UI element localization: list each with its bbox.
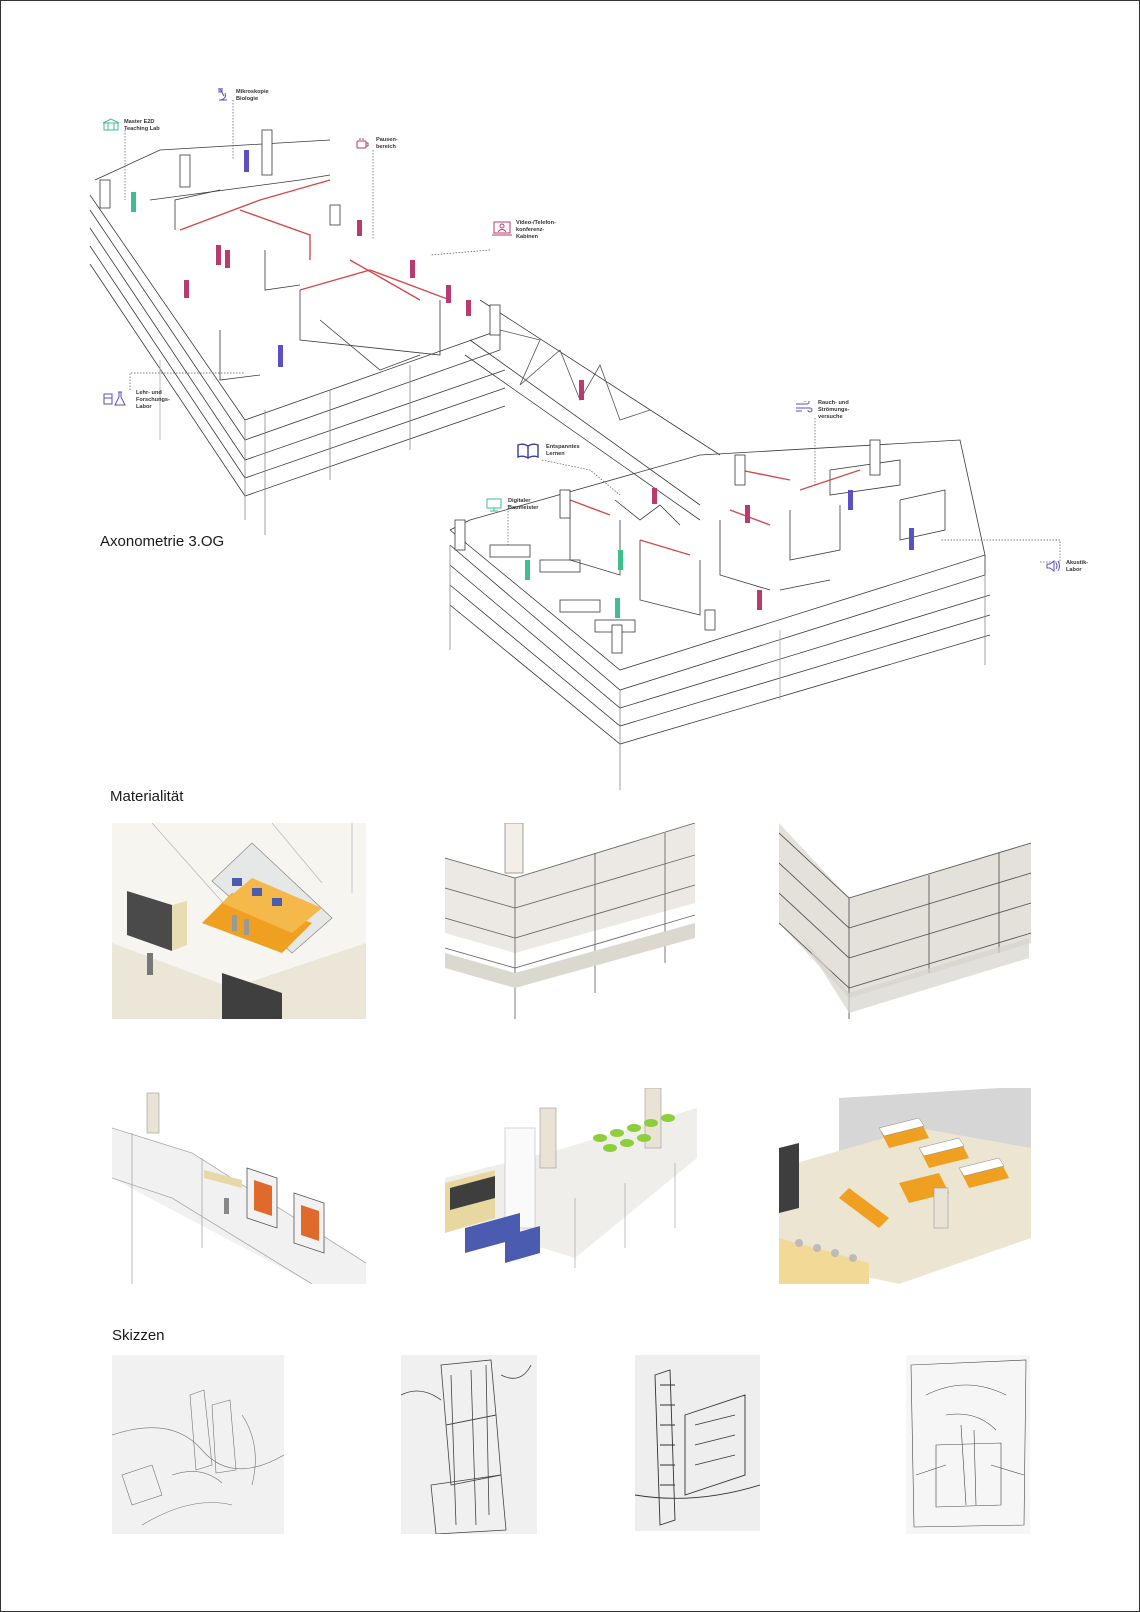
speaker-icon <box>1045 559 1061 577</box>
label-pausenbereich: Pausen-bereich <box>376 137 398 150</box>
heading-axonometrie: Axonometrie 3.OG <box>100 533 225 550</box>
video-call-icon <box>492 221 512 242</box>
material-panel-phonebooths <box>112 1088 366 1284</box>
sketch-panel-3 <box>635 1355 760 1531</box>
slab-left-4 <box>89 263 506 497</box>
coffee-icon <box>356 137 370 155</box>
monitor-icon <box>486 498 502 517</box>
microscope-icon <box>217 87 229 107</box>
heading-materialitaet: Materialität <box>110 788 184 805</box>
sketch-panel-2 <box>401 1355 537 1534</box>
lab-flask-icon <box>103 391 129 411</box>
book-icon <box>517 443 539 464</box>
material-panel-staircase <box>112 823 366 1019</box>
sketch-panel-1 <box>112 1355 284 1534</box>
building-icon <box>102 118 120 136</box>
sketch-panel-4 <box>906 1355 1030 1534</box>
slab-right-3 <box>449 584 991 727</box>
leader-lines <box>124 100 1061 563</box>
slab-right-top <box>449 529 986 691</box>
slab-left-3 <box>89 245 506 479</box>
material-panel-facade-corner <box>779 823 1031 1019</box>
column-stub <box>99 179 111 209</box>
label-video-kabinen: Video-/Telefon-konferenz-Kabinen <box>516 220 556 240</box>
slab-right-2 <box>449 564 991 709</box>
material-panel-labs <box>779 1088 1031 1284</box>
slab-left-2 <box>89 227 506 461</box>
people-figures <box>131 150 914 618</box>
axonometry-drawing <box>89 100 1061 790</box>
label-akustik-labor: Akustik-Labor <box>1066 560 1089 573</box>
material-panel-lounge <box>445 1088 697 1284</box>
slab-left-top <box>89 194 501 441</box>
material-panel-facade-front <box>445 823 697 1019</box>
heading-skizzen: Skizzen <box>112 1327 165 1344</box>
airflow-icon <box>795 399 813 418</box>
slab-right-4 <box>449 604 991 745</box>
